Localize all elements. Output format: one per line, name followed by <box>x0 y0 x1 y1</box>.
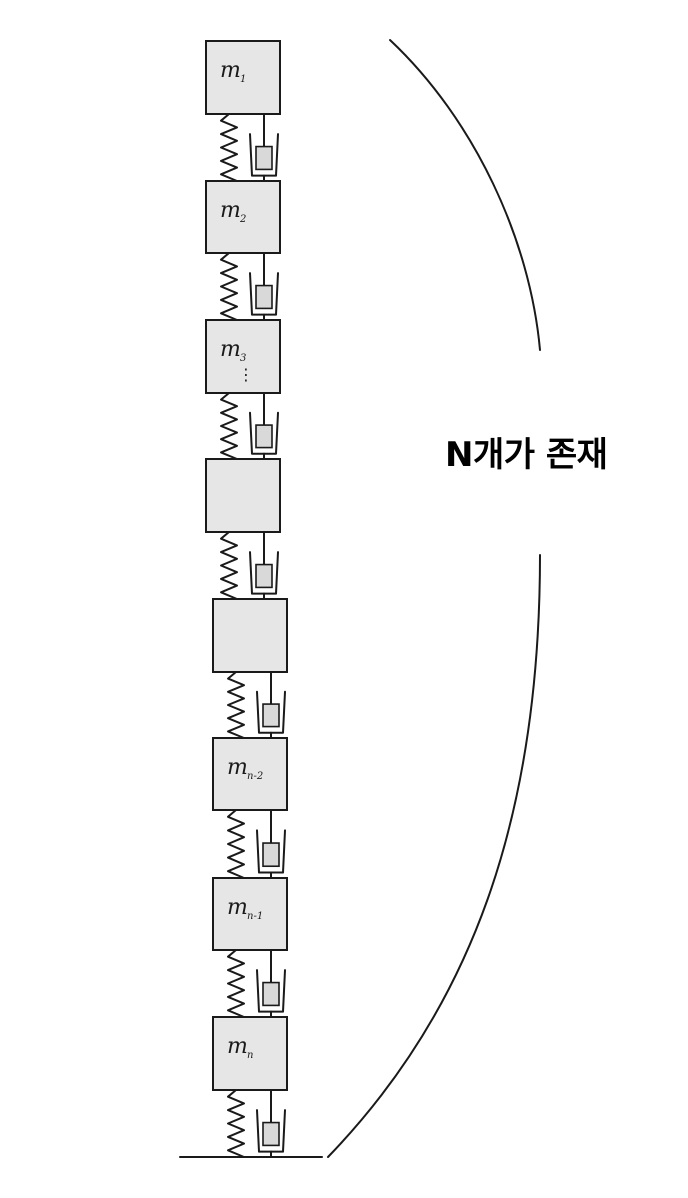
mass-block <box>205 458 281 533</box>
damper <box>249 531 279 600</box>
damper <box>256 1089 286 1158</box>
spring <box>220 113 238 182</box>
mass-subscript: 1 <box>240 74 246 85</box>
damper <box>249 392 279 460</box>
mass-box <box>212 1016 288 1091</box>
mass-block <box>212 598 288 673</box>
mass-box <box>212 598 288 673</box>
damper <box>256 671 286 739</box>
mass-box <box>205 458 281 533</box>
mass-label: m <box>227 755 248 780</box>
mass-box <box>212 737 288 811</box>
damper <box>249 113 279 182</box>
spring <box>220 531 238 600</box>
mass-box <box>205 40 281 115</box>
mass-label: m <box>220 198 241 223</box>
mass-subscript: n-2 <box>247 771 263 782</box>
mass-label: m <box>227 1034 248 1059</box>
mass-subscript: 3 <box>240 353 246 364</box>
mass-label: m <box>220 58 241 83</box>
mass-box <box>212 877 288 951</box>
mass-box <box>205 319 281 394</box>
mass-count-label: N개가 존재 <box>445 435 608 475</box>
spring <box>220 252 238 321</box>
mass-label: m <box>220 337 241 362</box>
brace-lower-arc <box>327 554 541 1158</box>
brace-upper-arc <box>389 39 541 351</box>
continuation-dots: ⋮ <box>238 365 254 384</box>
mass-box <box>205 180 281 254</box>
spring <box>227 671 245 739</box>
mass-subscript: 2 <box>239 214 246 225</box>
mass-subscript: n <box>247 1050 253 1061</box>
damper <box>256 949 286 1018</box>
spring-damper-links <box>220 113 286 1158</box>
spring <box>227 1089 245 1158</box>
spring <box>227 949 245 1018</box>
mass-subscript: n-1 <box>247 911 263 922</box>
mass-label: m <box>227 895 248 920</box>
spring <box>227 809 245 879</box>
damper <box>249 252 279 321</box>
damper <box>256 809 286 879</box>
spring <box>220 392 238 460</box>
